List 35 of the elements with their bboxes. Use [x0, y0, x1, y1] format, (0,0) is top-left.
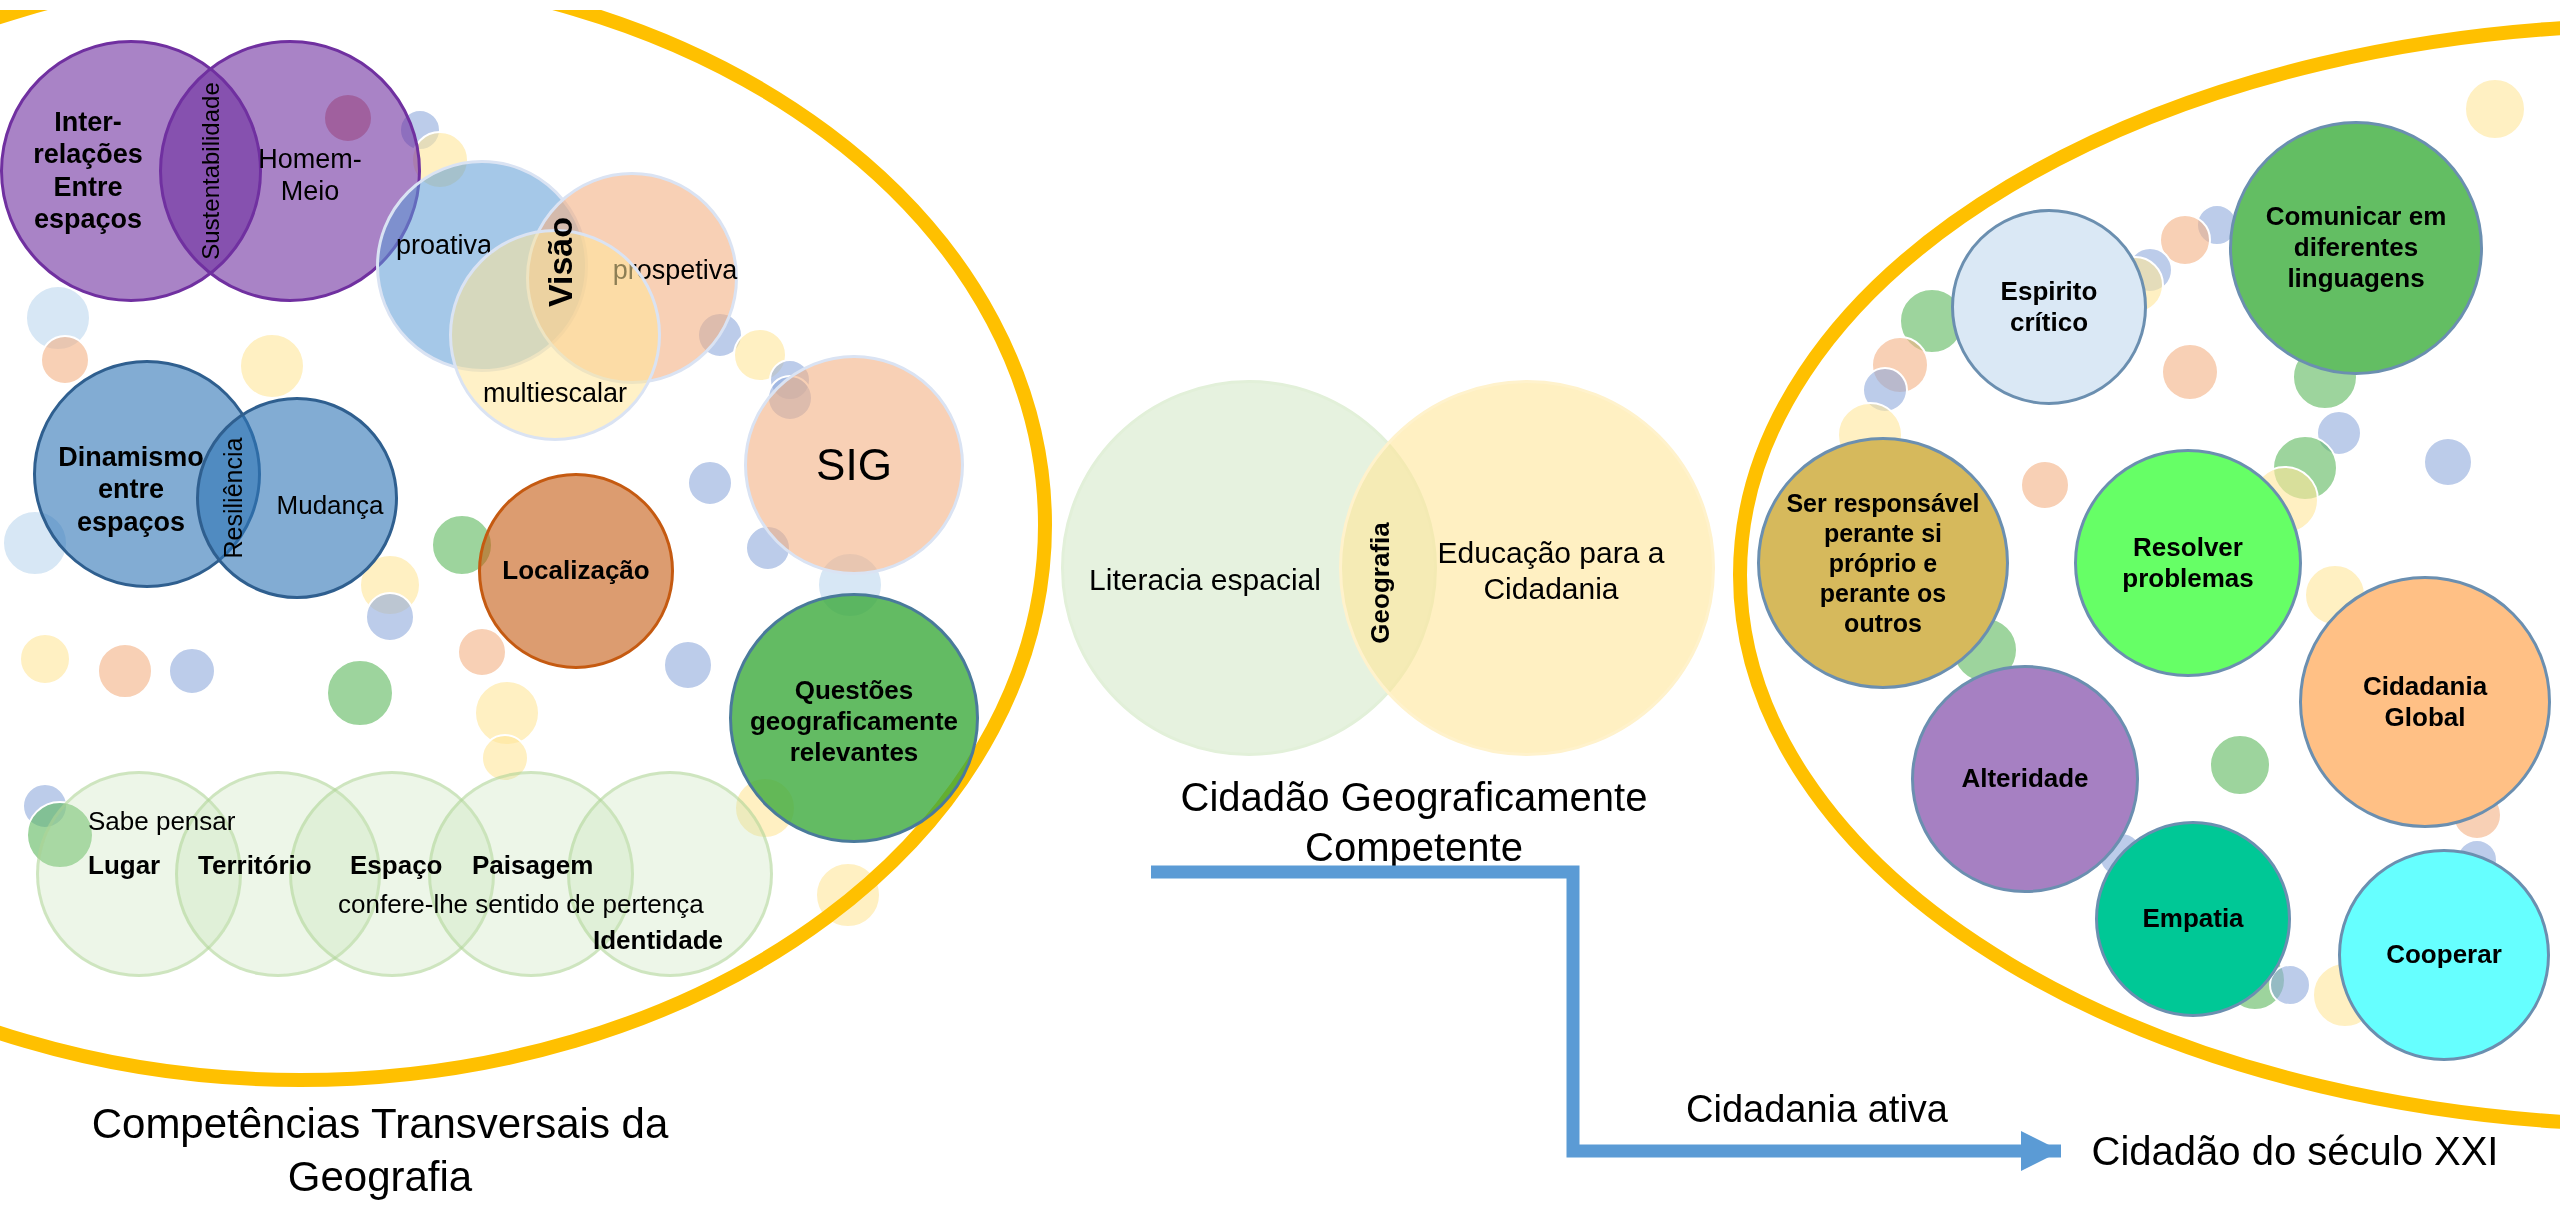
- circle-label: proativa: [394, 228, 494, 262]
- circle-label: multiescalar: [481, 376, 628, 410]
- arrow: [1151, 865, 2061, 1171]
- text-label: Sabe pensar: [88, 808, 236, 834]
- text-label: Paisagem: [472, 852, 594, 878]
- text-label: Território: [198, 852, 312, 878]
- circle-label: Educação para a Cidadania: [1436, 535, 1666, 607]
- caption-text: Cidadão do século XXI: [2065, 1126, 2525, 1176]
- vertical-label: Resiliência: [220, 437, 246, 559]
- circle-label: Cooperar: [2385, 939, 2503, 971]
- circle-label: SIG: [815, 438, 893, 491]
- circle-label: Localização: [501, 555, 651, 587]
- group-heading: Competências Transversais da Geografia: [90, 1099, 670, 1202]
- text-label: Lugar: [88, 852, 161, 878]
- circle-label: Cidadania Global: [2361, 670, 2489, 734]
- circle-label: Empatia: [2141, 903, 2245, 935]
- circle-label: Questões geograficamente relevantes: [748, 675, 960, 769]
- text-label: confere-lhe sentido de pertença: [338, 891, 704, 917]
- circle-label: Resolver problemas: [2121, 531, 2255, 595]
- circle-label: Comunicar em diferentes linguagens: [2264, 201, 2448, 295]
- circle-label: Literacia espacial: [1088, 562, 1322, 598]
- vertical-label: Geografia: [1367, 522, 1393, 644]
- vertical-label: Visão: [543, 216, 577, 308]
- text-label: Espaço: [350, 852, 443, 878]
- vertical-label: Sustentabilidade: [199, 82, 223, 260]
- circle-label: Espirito crítico: [1999, 275, 2099, 339]
- circle-label: Alteridade: [1960, 763, 2090, 795]
- caption-text: Cidadão Geograficamente Competente: [1114, 772, 1714, 872]
- circle-label: Dinamismo entre espaços: [57, 441, 205, 539]
- text-label: Identidade: [593, 927, 723, 953]
- circle-label: Ser responsável perante si próprio e perante os outros: [1785, 488, 1981, 638]
- circle-label: prospetiva: [611, 253, 739, 287]
- circle-label: Inter-relações Entre espaços: [32, 106, 144, 236]
- circle-label: Homem-Meio: [257, 142, 363, 208]
- circle-label: Mudança: [275, 490, 385, 522]
